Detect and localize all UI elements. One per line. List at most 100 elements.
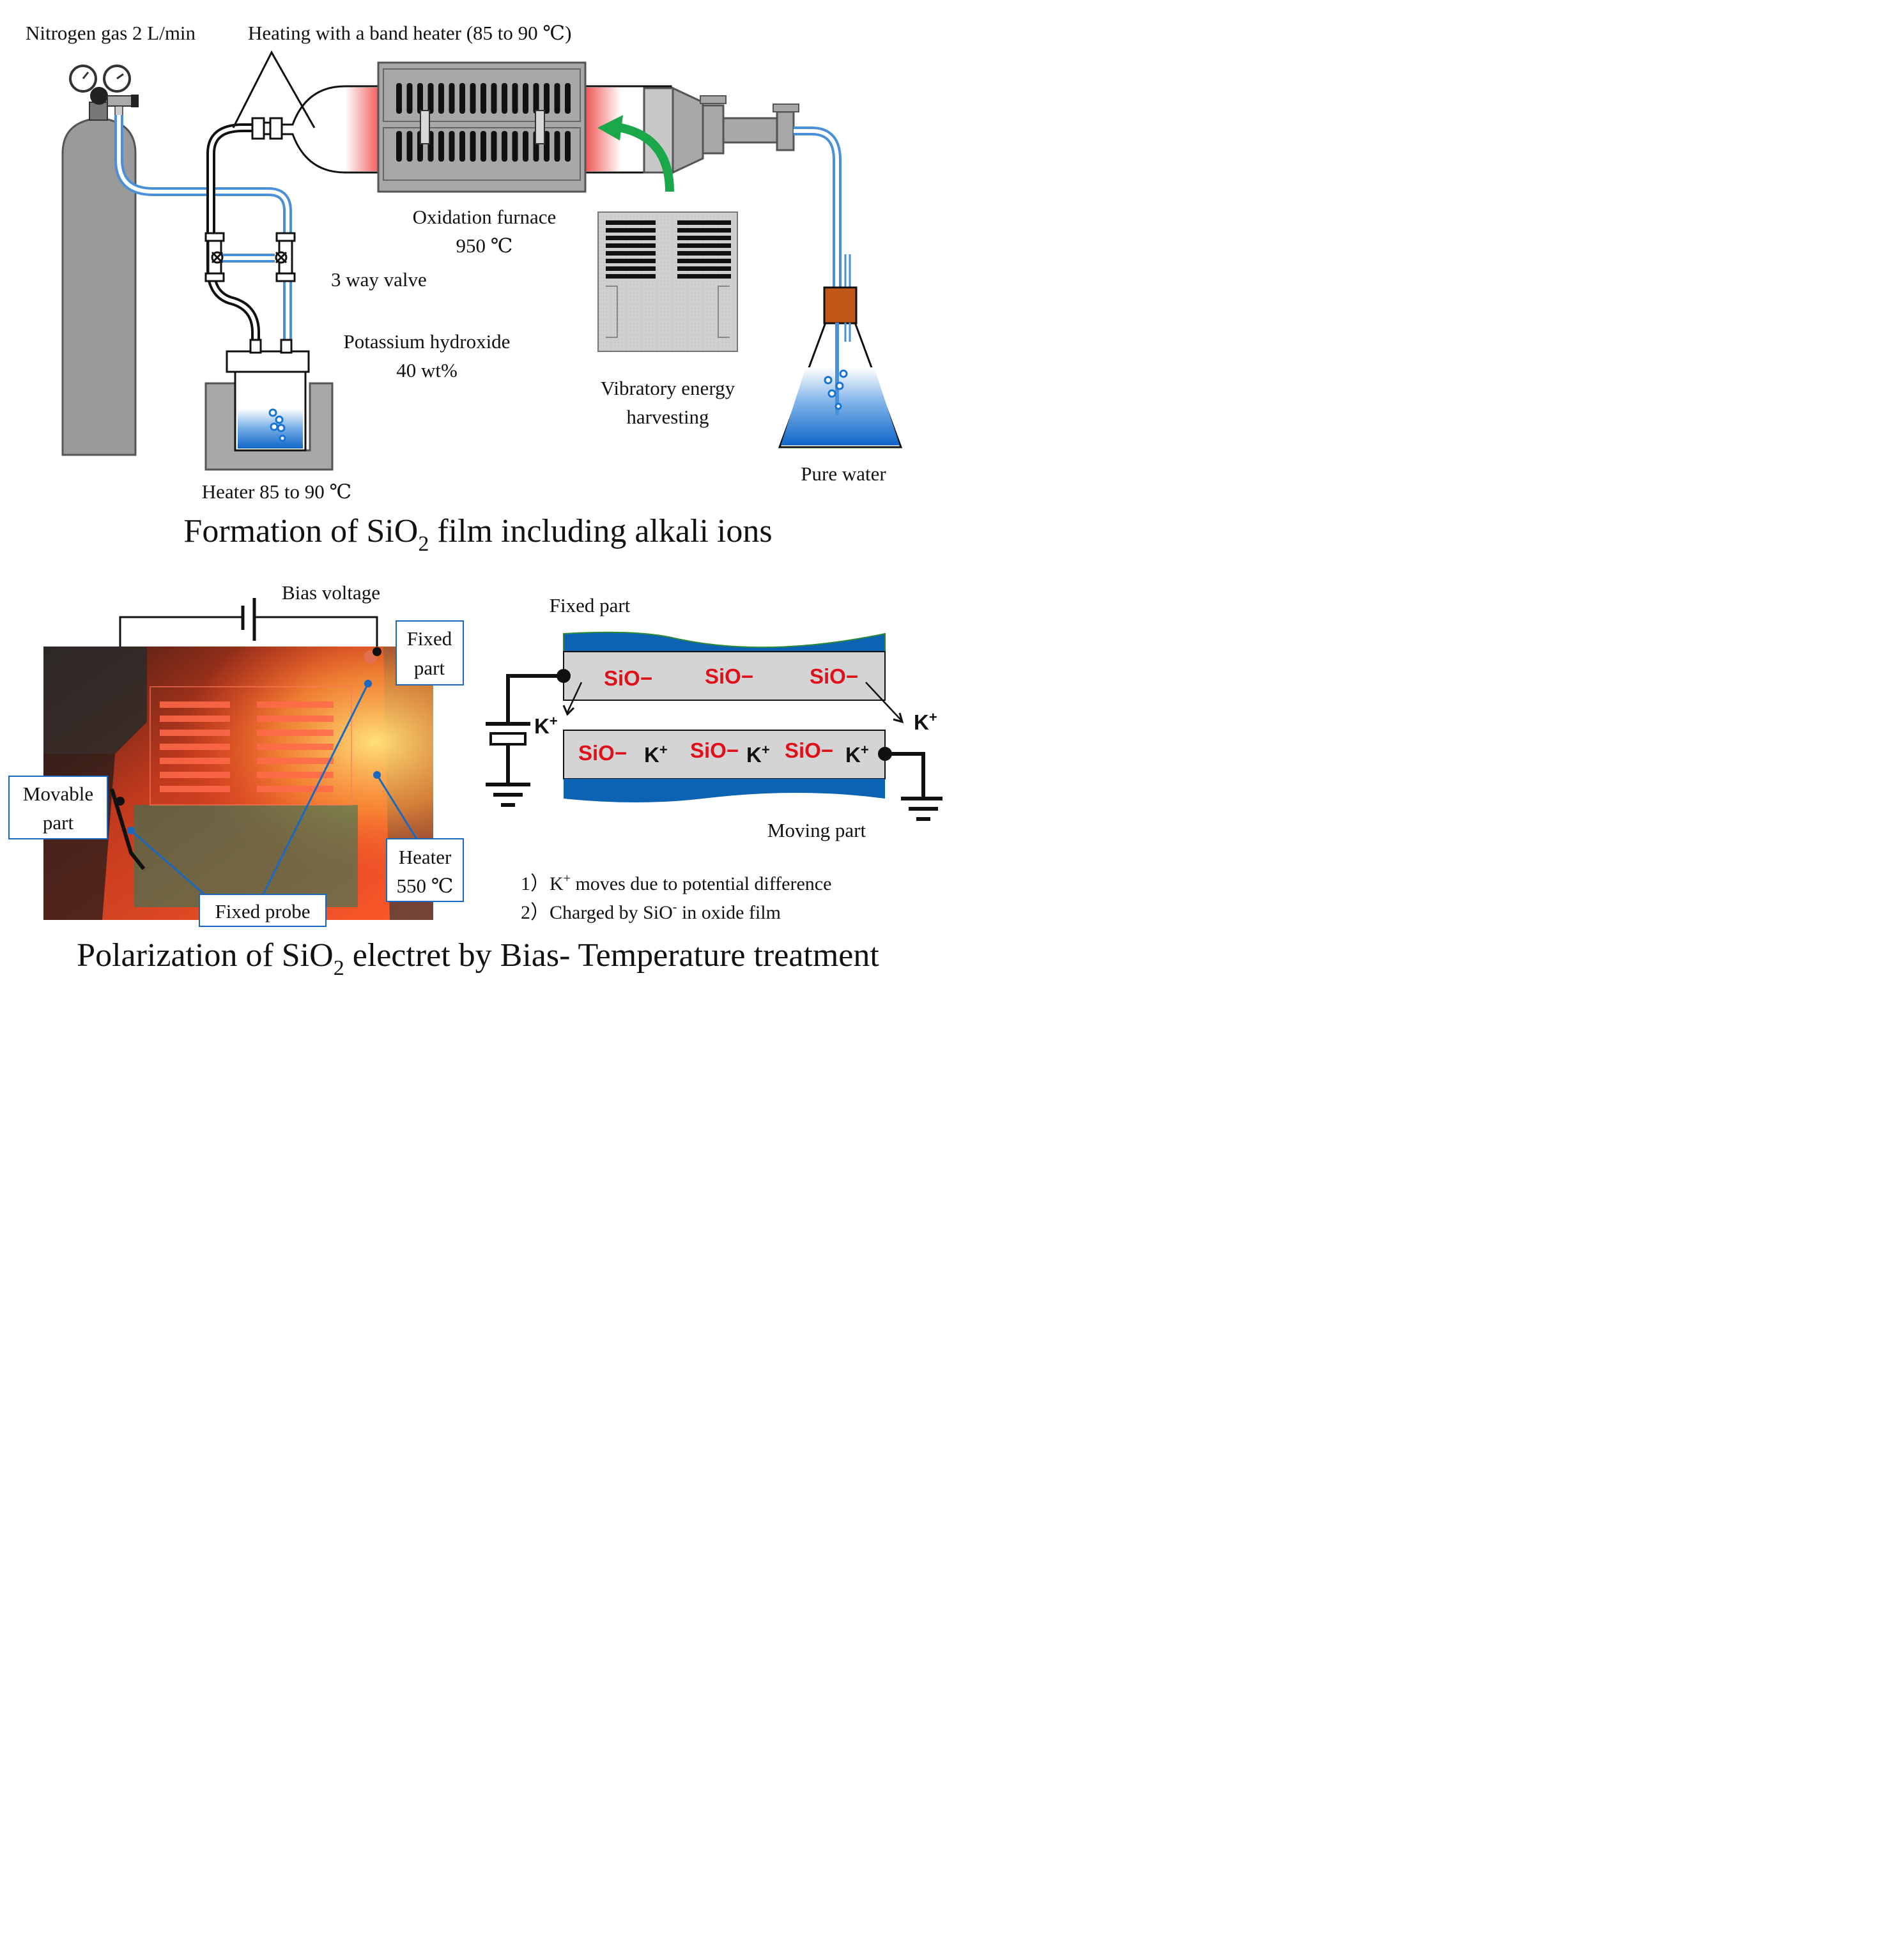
photo-comb-finger xyxy=(160,758,230,764)
furnace-vent-slot xyxy=(481,131,486,162)
photo-comb-finger xyxy=(257,701,334,708)
fixed-probe-label: Fixed probe xyxy=(215,900,311,923)
water-flask xyxy=(778,286,903,448)
comb-finger xyxy=(677,274,731,279)
flask-stopper xyxy=(823,286,858,325)
heater-550-line2: 550 ℃ xyxy=(397,875,454,897)
regulator-knob xyxy=(90,87,108,105)
heater-label: Heater 85 to 90 ℃ xyxy=(202,480,351,503)
moving-part-label: Moving part xyxy=(767,819,866,841)
photo-fixed-part-line2: part xyxy=(414,657,445,679)
furnace-vent-slot xyxy=(491,83,497,114)
heater-photo xyxy=(43,647,433,920)
water-label: Pure water xyxy=(801,463,886,485)
furnace-vent-slot xyxy=(417,83,423,114)
koh-bottle xyxy=(226,339,310,452)
furnace-vent-slot xyxy=(533,83,539,114)
three-way-valve-right xyxy=(275,232,296,282)
comb-finger xyxy=(606,243,656,248)
furnace-vent-slot xyxy=(544,131,550,162)
furnace-vent-slot xyxy=(438,83,444,114)
furnace-vent-slot xyxy=(396,83,402,114)
photo-comb-finger xyxy=(160,716,230,722)
note-2: 2）Charged by SiO- in oxide film xyxy=(521,900,781,923)
comb-finger xyxy=(606,266,656,271)
sio-ion-fixed-2: SiO− xyxy=(705,664,753,688)
comb-finger xyxy=(677,220,731,225)
koh-concentration: 40 wt% xyxy=(396,359,458,381)
comb-finger xyxy=(606,259,656,263)
k-ion-left: K+ xyxy=(534,713,558,738)
diagram-canvas: Nitrogen gas 2 L/min Heating with a band… xyxy=(8,22,942,980)
three-way-valve-left xyxy=(204,232,225,282)
glass-flask xyxy=(251,85,385,174)
comb-finger xyxy=(677,259,731,263)
gas-tube xyxy=(114,115,292,441)
comb-finger xyxy=(677,243,731,248)
k-ion-1: K+ xyxy=(644,742,668,767)
moving-circuit xyxy=(885,752,942,821)
comb-finger xyxy=(606,220,656,225)
comb-finger xyxy=(606,228,656,233)
furnace-vent-slot xyxy=(565,131,571,162)
comb-finger xyxy=(677,236,731,240)
fixed-terminal xyxy=(557,669,571,683)
furnace-vent-slot xyxy=(554,131,560,162)
furnace-vent-slot xyxy=(406,131,413,162)
comb-finger xyxy=(606,274,656,279)
furnace-vent-slot xyxy=(481,83,486,114)
furnace-vent-slot xyxy=(512,83,518,114)
sio-ion-moving-2: SiO− xyxy=(690,739,739,762)
photo-comb-finger xyxy=(257,772,334,778)
vapor-tube xyxy=(206,123,260,345)
photo-comb-finger xyxy=(257,758,334,764)
fixed-part-label: Fixed part xyxy=(550,594,631,616)
moving-terminal xyxy=(878,747,892,761)
fixed-circuit xyxy=(486,674,564,807)
furnace-vent-slot xyxy=(427,83,434,114)
k-ion-3: K+ xyxy=(845,742,869,767)
photo-comb-finger xyxy=(257,730,334,736)
photo-comb-finger xyxy=(160,701,230,708)
furnace-vent-slot xyxy=(406,83,413,114)
insert-arrow-icon xyxy=(597,115,674,192)
furnace-vent-slot xyxy=(470,131,476,162)
furnace-temp: 950 ℃ xyxy=(456,234,513,257)
sio-ion-moving-3: SiO− xyxy=(785,739,833,762)
furnace-vent-slot xyxy=(502,83,507,114)
callout-lines xyxy=(130,683,420,896)
sio-ion-fixed-1: SiO− xyxy=(604,666,652,690)
movable-part-line2: part xyxy=(43,811,74,834)
photo-comb-finger xyxy=(160,772,230,778)
nitrogen-label: Nitrogen gas 2 L/min xyxy=(26,22,196,44)
bias-voltage-label: Bias voltage xyxy=(282,581,380,604)
comb-finger xyxy=(677,251,731,256)
photo-fixed-part-line1: Fixed xyxy=(407,627,452,650)
band-heater-label: Heating with a band heater (85 to 90 ℃) xyxy=(248,22,571,44)
harvester-label-line2: harvesting xyxy=(626,406,709,428)
comb-finger xyxy=(677,228,731,233)
sio-ion-moving-1: SiO− xyxy=(578,741,627,765)
harvester-device xyxy=(597,211,738,352)
comb-finger xyxy=(606,236,656,240)
nitrogen-cylinder xyxy=(61,65,139,456)
furnace-vent-slot xyxy=(544,83,550,114)
bottom-title: Polarization of SiO2 electret by Bias- T… xyxy=(77,937,879,980)
furnace-vent-slot xyxy=(449,131,455,162)
note-1: 1）K+ moves due to potential difference xyxy=(521,871,831,894)
harvester-label-line1: Vibratory energy xyxy=(601,377,735,399)
heater-550-line1: Heater xyxy=(399,846,452,868)
furnace-vent-slot xyxy=(512,131,518,162)
photo-comb-finger xyxy=(257,786,334,792)
top-title: Formation of SiO2 film including alkali … xyxy=(183,513,772,556)
comb-spine xyxy=(656,220,677,284)
furnace-vent-slot xyxy=(459,83,465,114)
furnace-vent-slot xyxy=(565,83,571,114)
comb-finger xyxy=(606,251,656,256)
photo-comb-finger xyxy=(160,730,230,736)
comb-finger xyxy=(677,266,731,271)
furnace-vent-slot xyxy=(523,131,528,162)
sio-ion-fixed-3: SiO− xyxy=(810,664,858,688)
furnace-vent-slot xyxy=(491,131,497,162)
furnace-label: Oxidation furnace xyxy=(413,206,557,228)
